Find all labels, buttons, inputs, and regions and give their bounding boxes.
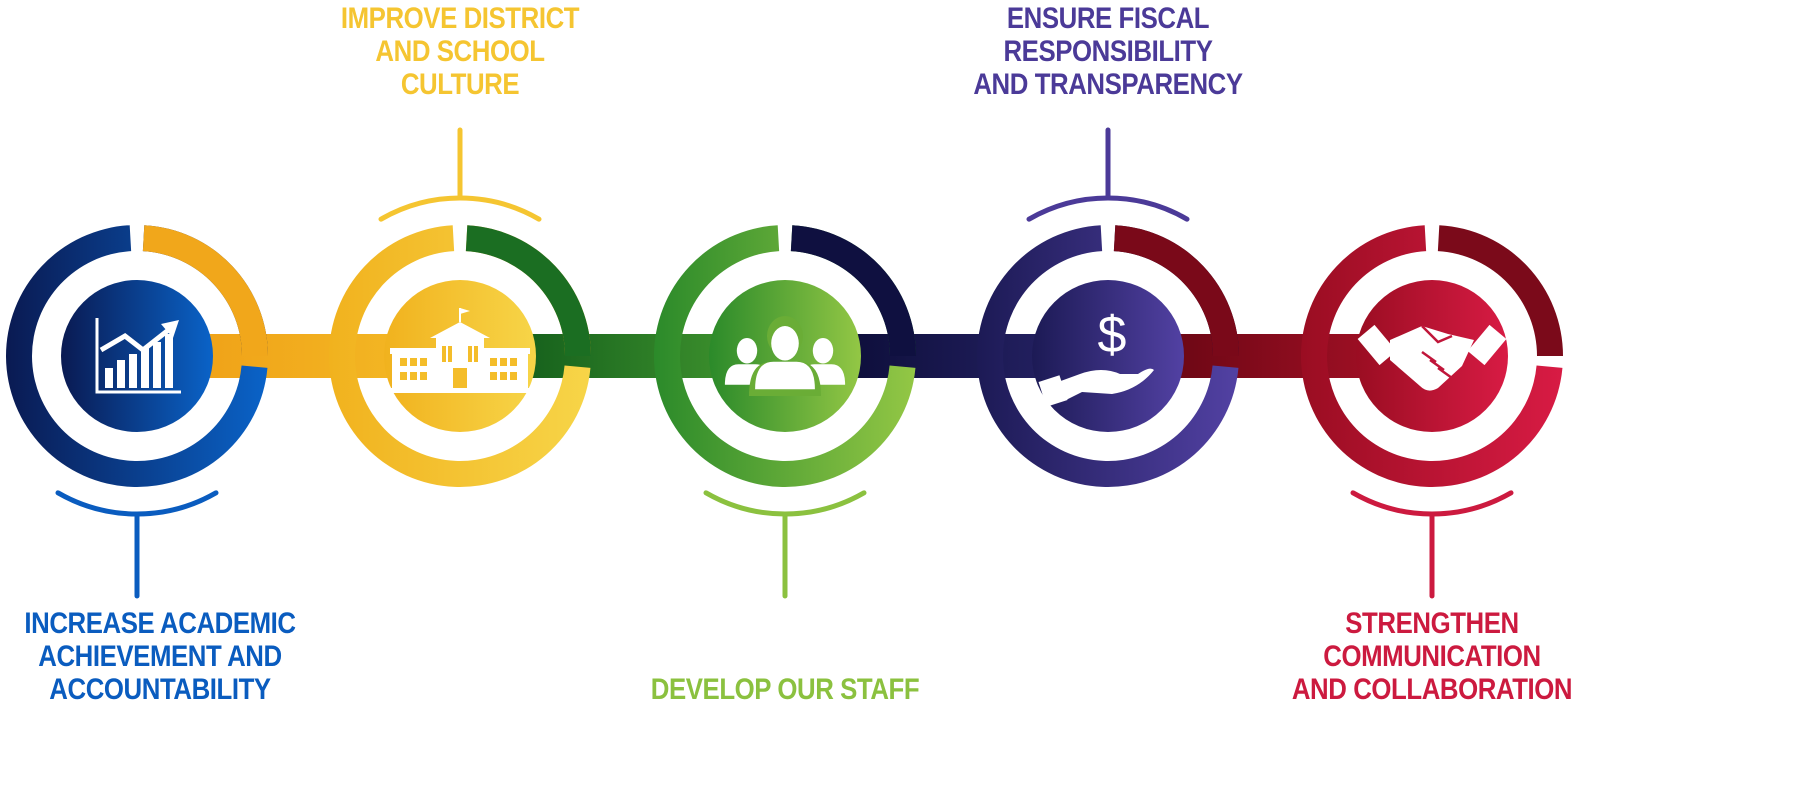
chart-growth-icon — [95, 318, 181, 394]
goal-label-line: ACHIEVEMENT AND — [38, 640, 282, 673]
connector-2-3 — [520, 334, 725, 378]
goal-label-line: RESPONSIBILITY — [1003, 35, 1213, 68]
goal-label-line: DEVELOP OUR STAFF — [650, 673, 920, 706]
hand-dollar-icon: $ — [1038, 306, 1154, 407]
connector-4-5 — [1168, 334, 1372, 378]
leader-1 — [55, 490, 219, 599]
goal-label-line: CULTURE — [400, 68, 520, 101]
school-building-icon — [386, 308, 534, 393]
goal-label-line: INCREASE ACADEMIC — [24, 607, 296, 640]
goal-label-line: AND TRANSPARENCY — [973, 68, 1243, 101]
goal-label-line: ENSURE FISCAL — [1006, 2, 1210, 35]
goal-label-line: AND COLLABORATION — [1291, 673, 1573, 706]
svg-text:$: $ — [1098, 306, 1127, 364]
goal-label-line: IMPROVE DISTRICT — [340, 2, 580, 35]
goal-label-3: DEVELOP OUR STAFF — [639, 673, 931, 706]
leader-4 — [1026, 127, 1190, 222]
leader-2 — [378, 127, 542, 222]
leader-5 — [1350, 490, 1514, 599]
goal-label-line: COMMUNICATION — [1323, 640, 1541, 673]
connector-3-4 — [845, 334, 1048, 378]
goal-label-line: ACCOUNTABILITY — [49, 673, 271, 706]
handshake-icon — [1357, 324, 1507, 391]
people-group-icon — [724, 316, 846, 396]
leader-3 — [703, 490, 867, 599]
goal-label-line: STRENGTHEN — [1345, 607, 1519, 640]
connector-1-2 — [197, 334, 400, 378]
goal-label-line: AND SCHOOL — [375, 35, 545, 68]
